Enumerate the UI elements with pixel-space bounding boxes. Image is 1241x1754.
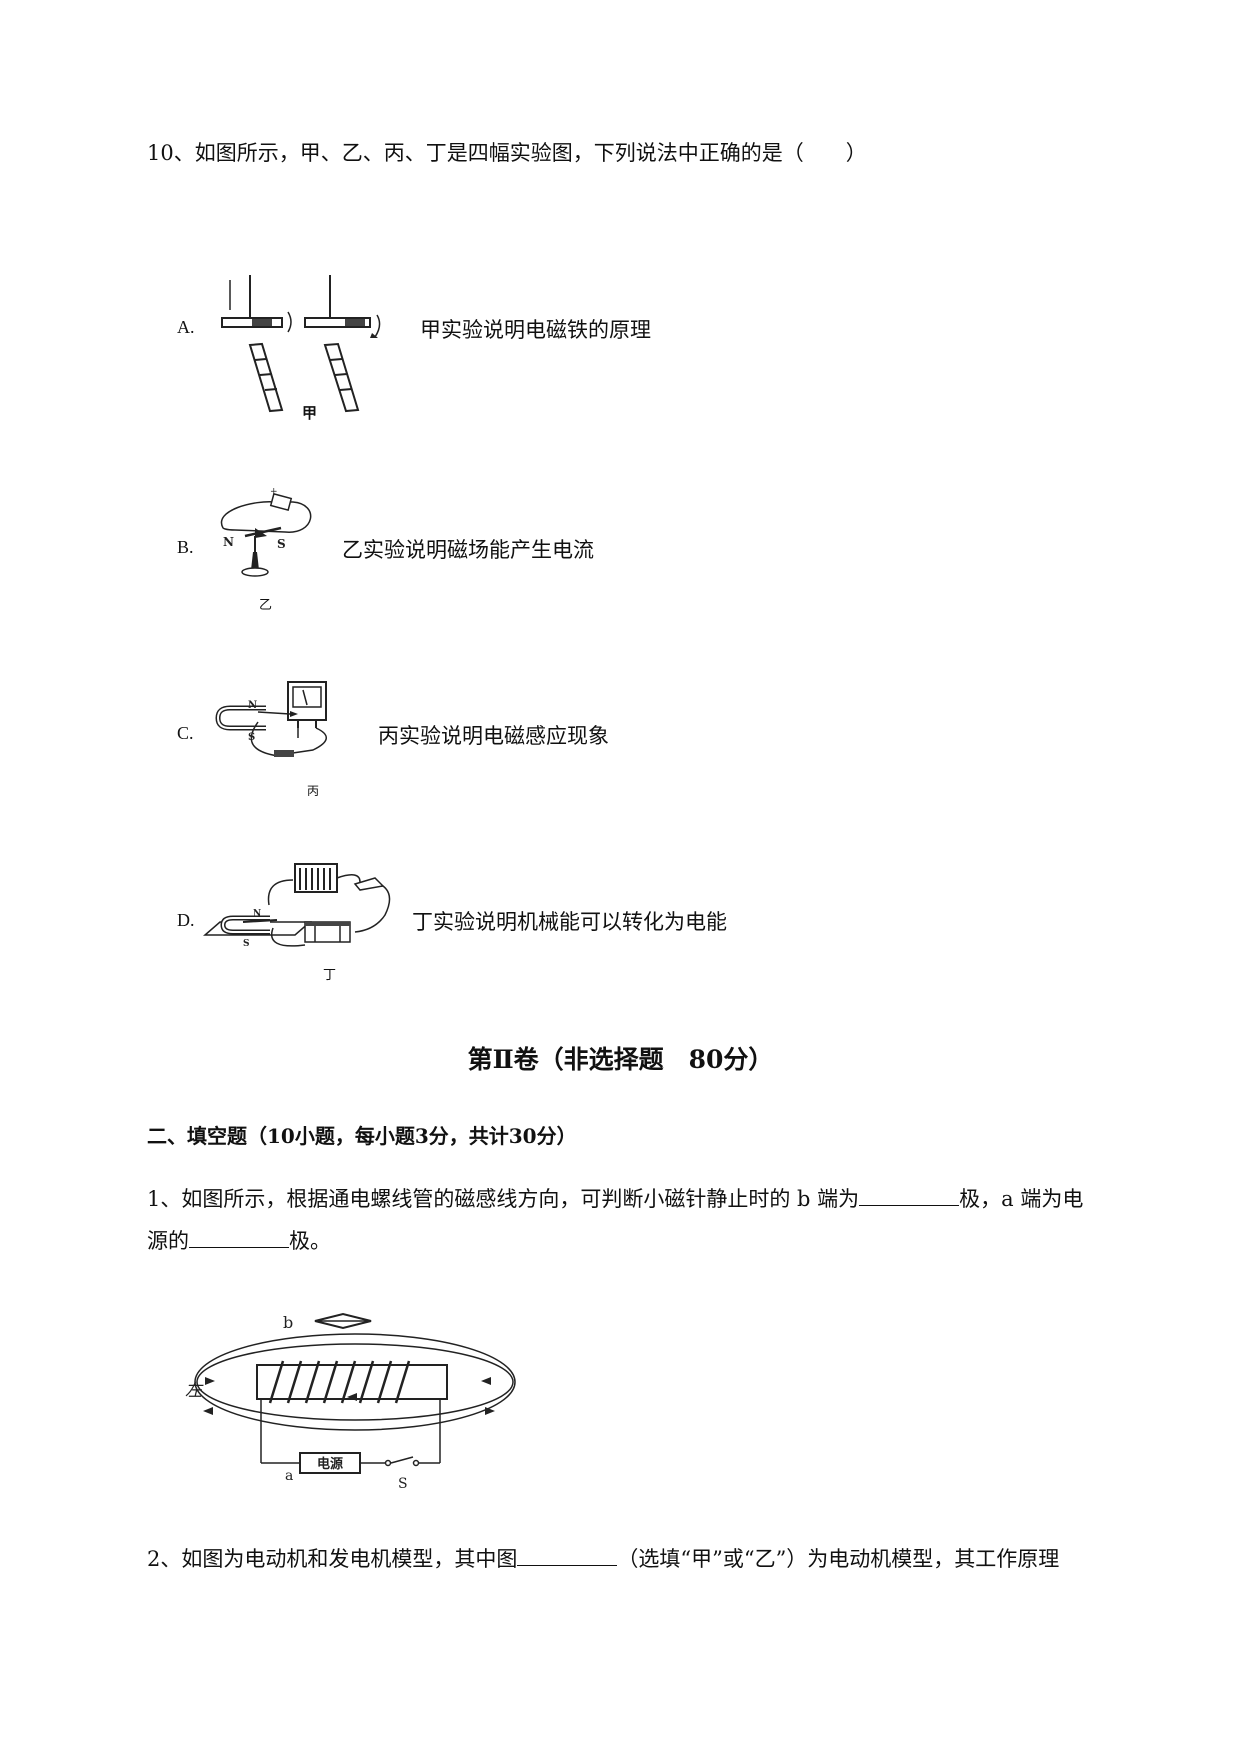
part-2-title: 第Ⅱ卷（非选择题 80分）	[467, 1045, 774, 1074]
figure-yi-oersted-experiment: + N S	[215, 487, 325, 580]
figure-yi-south-label: S	[277, 537, 286, 551]
option-b-text[interactable]: 乙实验说明磁场能产生电流	[342, 538, 594, 562]
fill-q2-text-1: 2、如图为电动机和发电机模型，其中图	[147, 1547, 518, 1571]
fill-q1-text-1: 1、如图所示，根据通电螺线管的磁感线方向，可判断小磁针静止时的 b 端为	[147, 1187, 860, 1211]
figure-caption-yi: 乙	[259, 598, 273, 613]
figure-jia-suspended-magnets	[210, 270, 390, 400]
figure-ding-south-label: S	[243, 939, 250, 949]
section-heading-fill-in: 二、填空题（10小题，每小题3分，共计30分）	[147, 1124, 577, 1148]
solenoid-label-left: 左	[185, 1381, 204, 1401]
fill-q1-blank-b-pole[interactable]	[859, 1183, 960, 1206]
solenoid-label-a: a	[285, 1468, 293, 1484]
fill-question-2-line-1: 2、如图为电动机和发电机模型，其中图 （选填“甲”或“乙”）为电动机模型，其工作原…	[147, 1543, 1059, 1575]
fill-question-1-line-2: 源的 极。	[147, 1225, 331, 1257]
figure-bing-south-label: S	[248, 732, 255, 743]
solenoid-label-s: S	[398, 1476, 408, 1492]
figure-caption-ding: 丁	[323, 968, 337, 983]
solenoid-power-label: 电源	[317, 1456, 343, 1472]
figure-solenoid-circuit: b 电源 左 a S	[185, 1305, 525, 1492]
option-c-text[interactable]: 丙实验说明电磁感应现象	[378, 724, 609, 748]
option-d-text[interactable]: 丁实验说明机械能可以转化为电能	[412, 910, 727, 934]
fill-q2-text-2: （选填“甲”或“乙”）为电动机模型，其工作原理	[617, 1547, 1060, 1571]
svg-text:+: +	[270, 487, 278, 497]
figure-caption-jia: 甲	[302, 404, 318, 422]
option-b-letter: B.	[177, 537, 194, 557]
solenoid-label-b: b	[283, 1313, 293, 1332]
figure-bing-electromagnetic-induction: N S	[218, 678, 348, 757]
fill-q2-blank-motor[interactable]	[517, 1543, 618, 1566]
option-a-text[interactable]: 甲实验说明电磁铁的原理	[420, 318, 651, 342]
option-a-letter: A.	[177, 317, 195, 337]
figure-bing-north-label: N	[248, 700, 257, 711]
figure-caption-bing: 丙	[307, 784, 320, 798]
fill-q1-text-3: 源的	[147, 1229, 189, 1253]
question-10-stem: 10、如图所示，甲、乙、丙、丁是四幅实验图，下列说法中正确的是（ ）	[147, 141, 867, 165]
figure-ding-north-label: N	[253, 909, 261, 919]
fill-q1-text-2: 极，a 端为电	[959, 1187, 1084, 1211]
fill-q1-blank-a-pole[interactable]	[189, 1225, 289, 1248]
fill-question-1-line-1: 1、如图所示，根据通电螺线管的磁感线方向，可判断小磁针静止时的 b 端为 极，a …	[147, 1183, 1083, 1215]
figure-ding-motor-experiment: N S	[205, 860, 405, 949]
fill-q1-text-4: 极。	[289, 1229, 331, 1253]
figure-yi-north-label: N	[223, 535, 234, 549]
option-d-letter: D.	[177, 910, 195, 930]
option-c-letter: C.	[177, 723, 194, 743]
